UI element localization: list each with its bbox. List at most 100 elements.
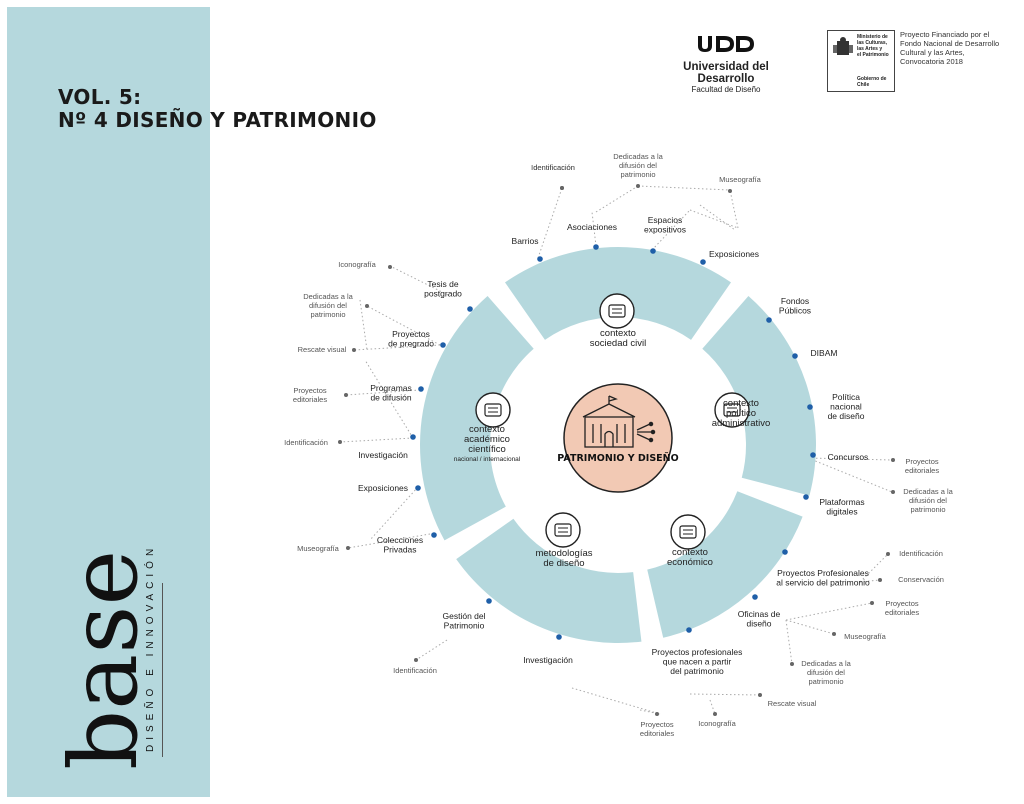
dotted-connector [859,553,889,583]
blue-label: DIBAM [811,348,838,358]
blue-dot [467,306,473,312]
building-icon [582,395,656,448]
blue-dot [766,317,772,323]
volume-line-2: Nº 4 DISEÑO Y PATRIMONIO [58,108,377,132]
ministry-logo: Ministerio de las Culturas, las Artes y … [827,30,895,92]
gray-dot [338,440,342,444]
dotted-connector [369,486,419,541]
dotted-connector [785,602,873,621]
dotted-connector [859,579,881,583]
gray-label: Identificación [899,549,943,558]
gray-dot [655,712,659,716]
ring-segments [410,244,816,643]
dotted-connector [689,209,739,229]
blue-label: Investigación [358,450,408,460]
dotted-connector [345,389,421,396]
dotted-connector [339,437,414,443]
blue-dot [686,627,692,633]
blue-label: Asociaciones [567,222,617,232]
dotted-connector [637,185,731,191]
gray-label: Museografía [297,544,340,553]
coins-icon [670,514,706,550]
volume-line-1: VOL. 5: [58,85,142,109]
dotted-connector [709,699,716,715]
dotted-connector [595,185,639,213]
gray-label: Museografía [719,175,762,184]
ring-segment [456,518,642,643]
ministry-name: Ministerio de las Culturas, las Artes y … [857,34,889,58]
gray-label: Conservación [898,575,944,584]
blue-dot [803,494,809,500]
dotted-connector [415,639,448,661]
dotted-connector [359,299,368,351]
udd-logo-icon [698,36,754,52]
gray-dot [636,184,640,188]
blue-dot [650,248,656,254]
gray-dot [713,712,717,716]
gray-label: Identificación [393,666,437,675]
blue-dot [807,404,813,410]
blue-label: Investigación [523,655,573,665]
gray-dot [728,189,732,193]
gray-dot [560,186,564,190]
ring-segment [702,296,816,496]
gray-dot [886,552,890,556]
gov-label: Gobierno de Chile [857,76,887,88]
blue-dot [700,259,706,265]
blue-dot [593,244,599,250]
strategy-icon [545,512,581,548]
dotted-connector [785,619,793,665]
blue-dot [782,549,788,555]
blue-label: Barrios [512,236,539,246]
project-note: Proyecto Financiado por el Fondo Naciona… [900,30,1000,66]
gray-dot [758,693,762,697]
center-node: PATRIMONIO Y DISEÑO [557,383,679,493]
blue-dot [410,434,416,440]
blue-label: Exposiciones [358,483,408,493]
dotted-connector [689,693,761,696]
blue-label: Concursos [828,452,869,462]
blue-dot [537,256,543,262]
gray-dot [388,265,392,269]
gray-dot [352,348,356,352]
gray-dot [790,662,794,666]
blue-dot [418,386,424,392]
ring-segment [647,491,803,638]
udd-name: Universidad del Desarrollo [683,61,769,85]
blue-label: Exposiciones [709,249,759,259]
context-icons [475,293,750,550]
blue-dot [752,594,758,600]
dotted-connector [364,359,414,439]
gray-label: Identificación [531,163,575,172]
blue-dot [486,598,492,604]
dotted-connector [807,457,893,493]
gray-dot [832,632,836,636]
gray-dot [870,601,874,605]
blue-dot [792,353,798,359]
blue-dot [810,452,816,458]
blue-dot [415,485,421,491]
gray-dot [878,578,882,582]
dotted-connector [537,187,563,259]
dotted-connector [347,533,431,549]
gray-dot [346,546,350,550]
dotted-connector [651,209,691,251]
dotted-connector [571,687,661,715]
